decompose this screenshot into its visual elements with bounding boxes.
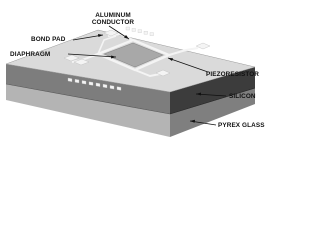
bond-pad [73,58,90,66]
pyrex-glass-left-face [6,84,170,137]
pyrex-glass-label: PYREX GLASS [218,122,265,129]
bond-pad [155,69,171,77]
piezoresistor-leader [167,57,209,73]
front-pad-row [67,77,122,91]
aluminum-conductor-line-1: ALUMINUM [95,12,131,19]
bond-pad-leader [72,34,104,41]
silicon-left-face [6,64,170,114]
conductor-trace [168,47,199,56]
arrowhead [196,92,201,96]
aluminum-conductor-label: ALUMINUM CONDUCTOR [90,12,136,26]
arrowhead [190,119,195,123]
arrowhead [98,34,103,37]
conductor-trace [134,69,161,78]
conductor-trace [97,35,117,55]
layer-boundary-line [169,87,256,115]
chip-marking: 2817 [186,41,198,49]
layer-boundary-line [5,83,171,115]
bond-pad [103,29,119,37]
bond-pad [195,42,211,50]
aluminum-conductor-line-2: CONDUCTOR [91,19,135,26]
silicon-label: SILICON [229,93,256,100]
arrowhead [111,55,116,59]
back-pad-row [125,26,154,36]
diaphragm-leader [67,53,117,58]
sensor-chip-diagram: 2817 [5,25,256,137]
bond-pad [63,54,80,62]
diaphragm-label: DIAPHRAGM [10,51,51,58]
silicon-right-face [170,67,255,114]
arrowhead [124,35,129,39]
pyrex-glass-right-face [170,88,255,137]
diaphragm-region [103,42,164,68]
leader-arrowheads [98,34,201,123]
arrowhead [168,58,173,61]
bond-pad-label: BOND PAD [31,36,66,43]
piezoresistor-label: PIEZORESISTOR [206,71,260,78]
